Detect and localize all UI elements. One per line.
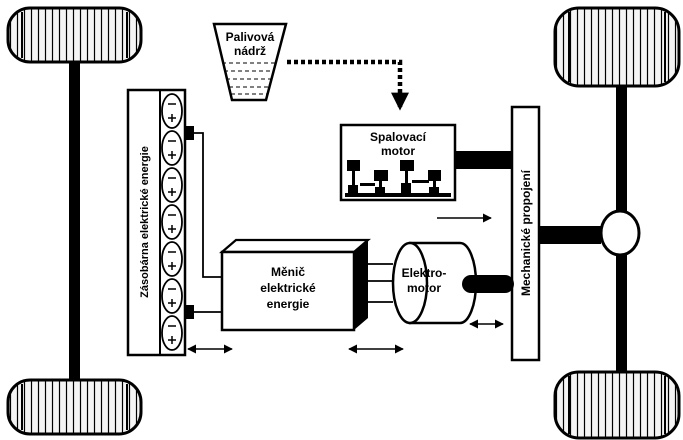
engine-pistons-icon (345, 160, 451, 197)
tire-top-right (553, 6, 681, 88)
battery-cell (161, 315, 183, 351)
tire-top-left (6, 6, 143, 64)
combustion-engine-label-2: motor (381, 144, 415, 158)
plus-icon (168, 336, 176, 344)
mechanical-link: Mechanické propojení (510, 105, 541, 362)
battery-cell (161, 167, 183, 203)
bidirectional-arrows (187, 319, 504, 354)
plus-icon (168, 225, 176, 233)
left-axle-shaft (69, 50, 80, 390)
tire-bottom-left (6, 378, 143, 436)
battery-storage-label: Zásobárna elektrické energie (139, 146, 151, 298)
battery-terminal-bottom (185, 305, 194, 319)
combustion-engine-label-1: Spalovací (370, 130, 427, 144)
fuel-tank-label-1: Palivová (226, 30, 275, 44)
converter-label-1: Měnič (271, 265, 305, 279)
battery-cell (161, 278, 183, 314)
motor-output-shaft (462, 275, 514, 293)
engine-output-shaft (455, 151, 512, 169)
battery-terminal-top (185, 126, 194, 140)
plus-icon (168, 114, 176, 122)
battery-cell (161, 241, 183, 277)
left-axle (6, 6, 143, 436)
plus-icon (168, 299, 176, 307)
converter-label-2: elektrické (260, 281, 316, 295)
tire-bottom-right (553, 370, 681, 440)
energy-converter: Měnič elektrické energie (219, 238, 371, 332)
battery-storage: Zásobárna elektrické energie (126, 88, 187, 357)
battery-cell (161, 93, 183, 129)
plus-icon (168, 188, 176, 196)
electric-motor-label-2: motor (407, 281, 441, 295)
electric-motor: Elektro- motor (391, 241, 478, 325)
combustion-engine: Spalovací motor (339, 123, 457, 202)
fuel-tank-label-2: nádrž (234, 44, 266, 58)
battery-cell (161, 204, 183, 240)
electric-motor-label-1: Elektro- (402, 266, 447, 280)
fuel-line (287, 59, 409, 111)
plus-icon (168, 151, 176, 159)
converter-label-3: energie (267, 297, 310, 311)
fuel-tank: Palivová nádrž (212, 22, 288, 102)
drive-shaft (539, 226, 601, 244)
converter-motor-wires (368, 263, 393, 303)
battery-cells (161, 93, 183, 351)
plus-icon (168, 262, 176, 270)
right-axle (553, 6, 681, 440)
battery-wires (194, 132, 222, 313)
mechanical-link-label: Mechanické propojení (519, 169, 533, 296)
differential (599, 209, 641, 257)
battery-cell (161, 130, 183, 166)
